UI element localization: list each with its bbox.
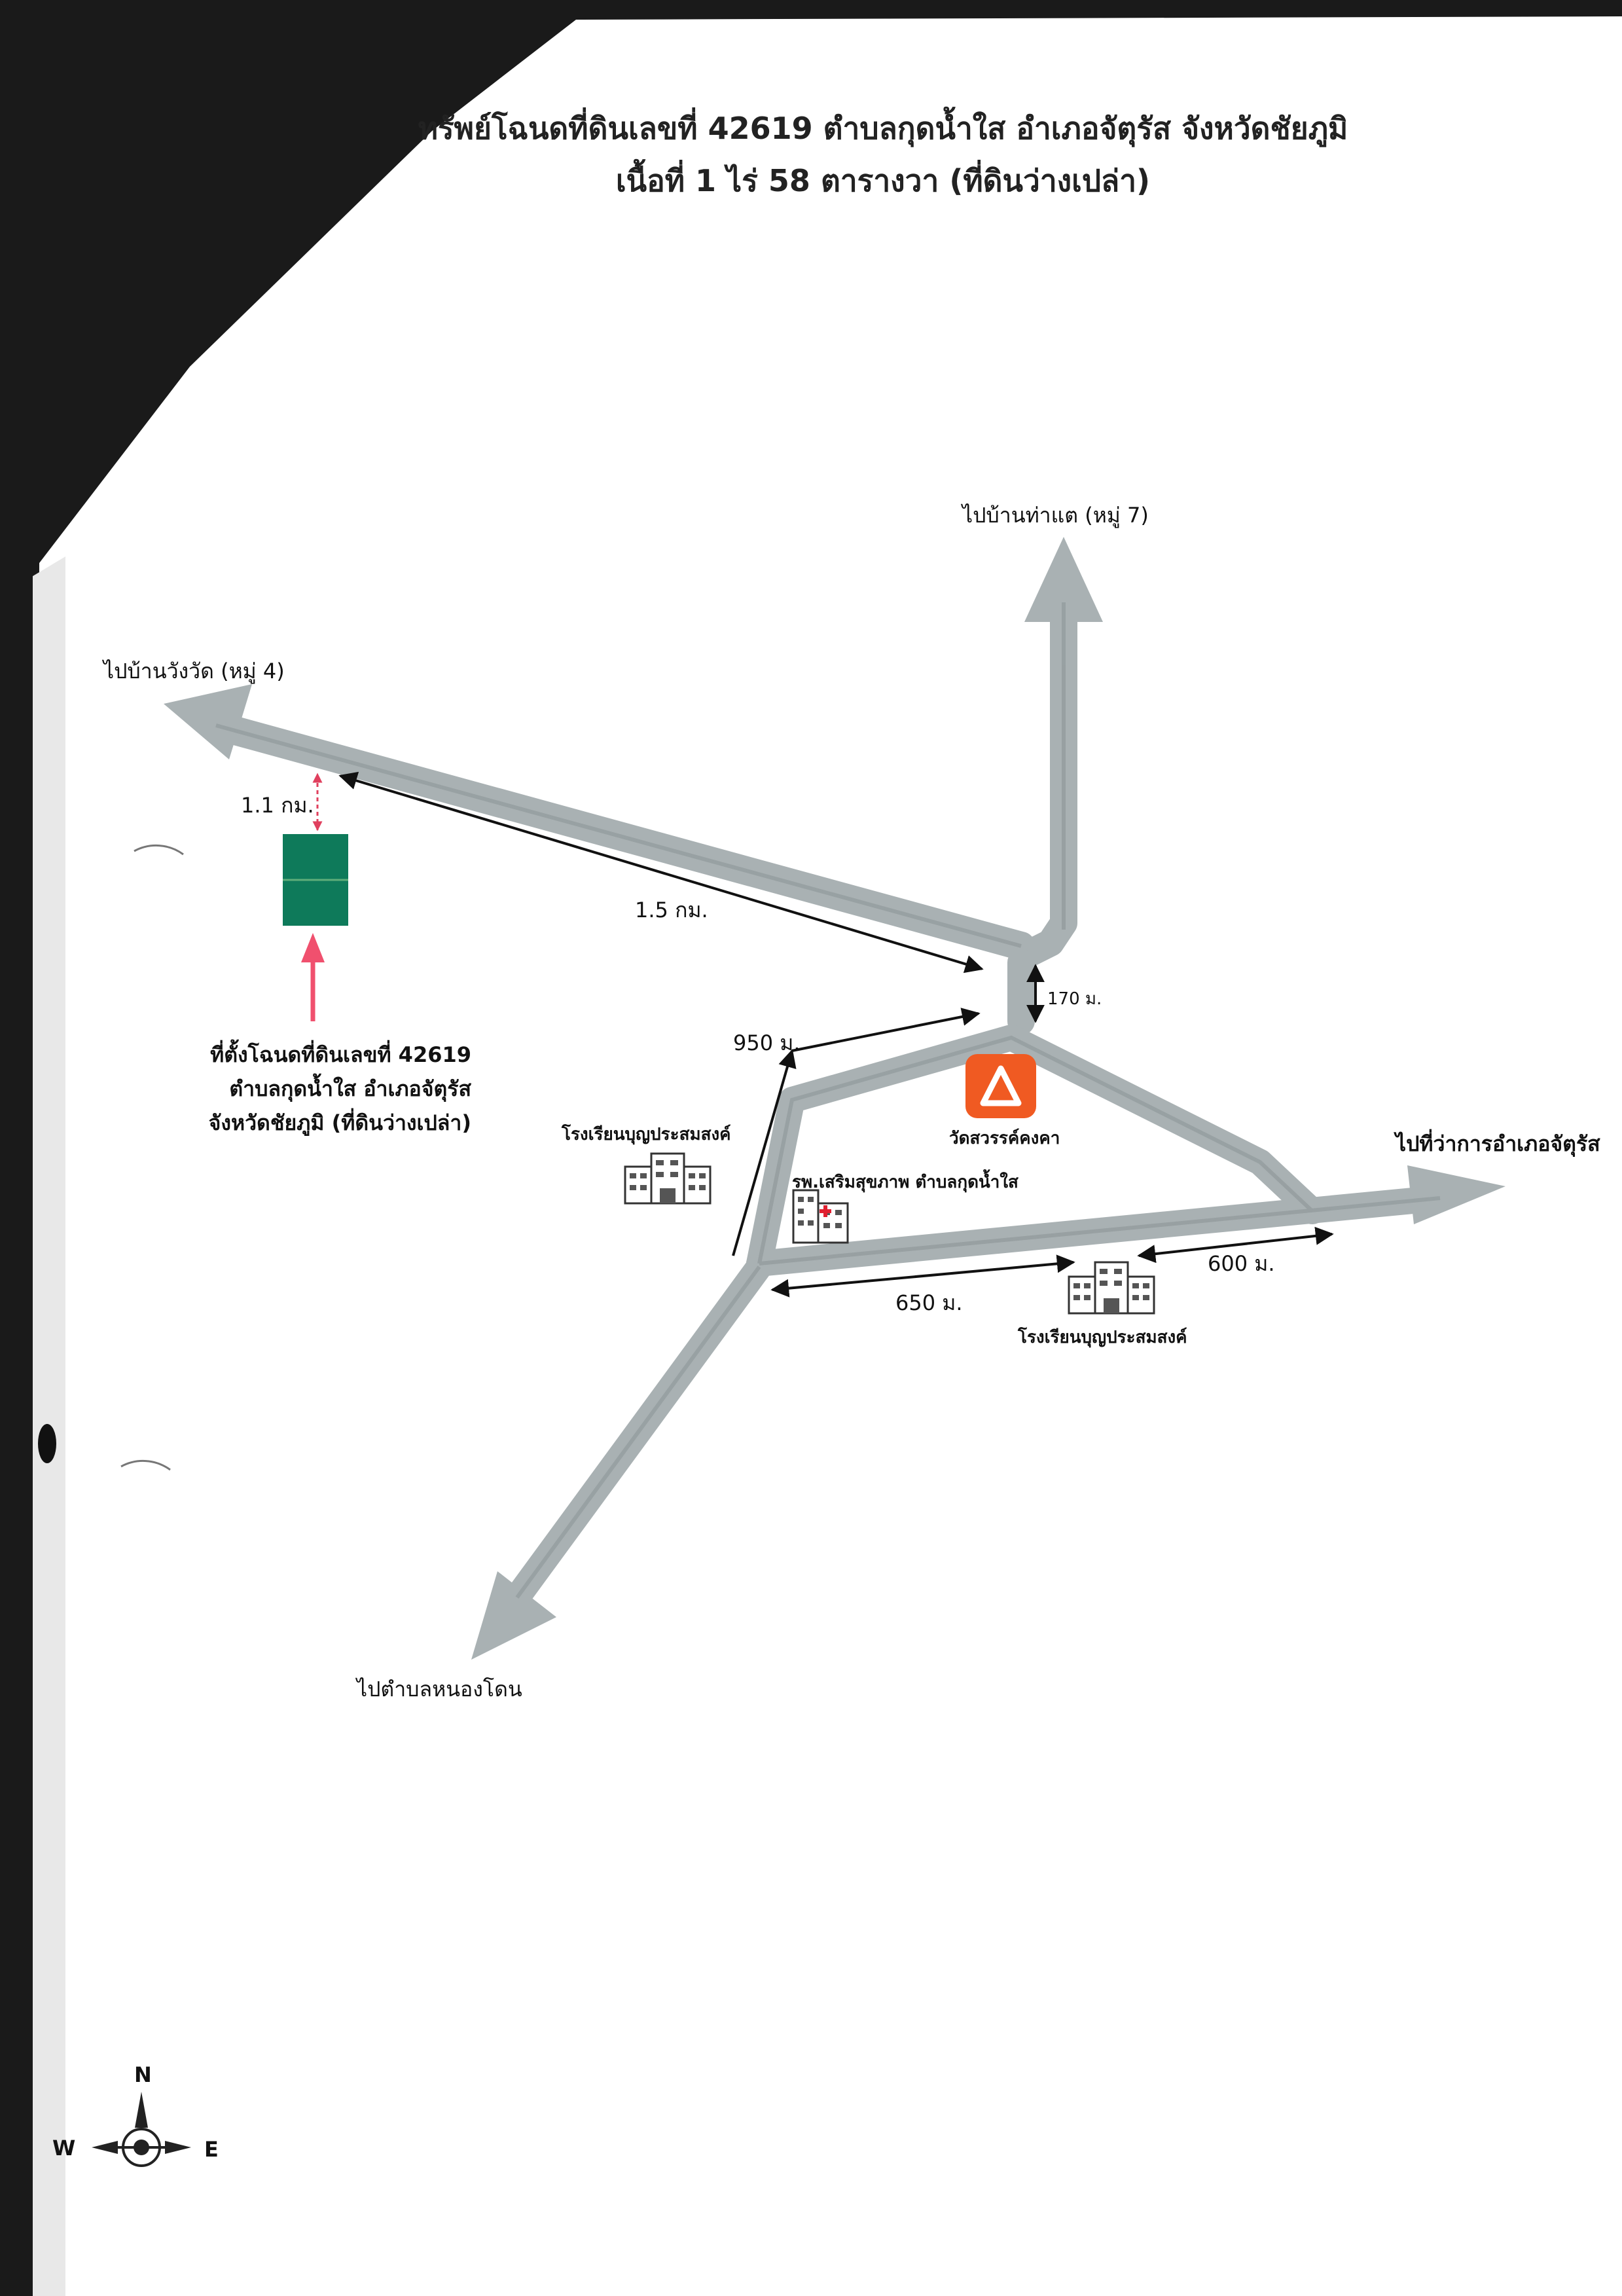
punch-hole xyxy=(120,1459,171,1471)
arrowhead-north xyxy=(1024,537,1103,622)
school-south-icon xyxy=(1068,1261,1155,1315)
binder-mark xyxy=(38,1424,56,1463)
compass-west-label: W xyxy=(52,2136,76,2160)
distance-junction-stem: 170 ม. xyxy=(1047,989,1102,1009)
distance-school-to-junction: 950 ม. xyxy=(733,1030,801,1055)
distance-plot-to-junction: 1.5 กม. xyxy=(635,898,708,922)
distance-school-to-east: 600 ม. xyxy=(1208,1251,1275,1276)
hospital-label: รพ.เสริมสุขภาพ ตำบลกุดน้ำใส xyxy=(792,1173,1018,1192)
map-title-line2: เนื้อที่ 1 ไร่ 58 ตารางวา (ที่ดินว่างเปล… xyxy=(615,163,1151,198)
location-pointer-icon xyxy=(301,933,325,962)
temple-label: วัดสวรรค์คงคา xyxy=(949,1129,1060,1148)
destination-southwest-label: ไปตำบลหนองโดน xyxy=(357,1677,522,1702)
school-south-label: โรงเรียนบุญประสมสงค์ xyxy=(1018,1328,1187,1347)
destination-northwest-label: ไปบ้านวังวัด (หมู่ 4) xyxy=(103,659,285,683)
punch-hole xyxy=(134,844,184,856)
dimension-plot-to-junction xyxy=(338,771,984,974)
temple-tent-glyph xyxy=(980,1065,1022,1106)
road-north xyxy=(1017,589,1077,966)
compass-rose-icon xyxy=(92,2092,191,2167)
land-plot-caption: ที่ตั้งโฉนดที่ดินเลขที่ 42619 ตำบลกุดน้ำ… xyxy=(157,1038,471,1140)
temple-icon xyxy=(965,1054,1036,1118)
school-west-icon xyxy=(624,1152,712,1205)
distance-plot-to-road: 1.1 กม. xyxy=(241,793,314,818)
dimension-school-to-junction xyxy=(732,1049,797,1256)
distance-junction-to-school: 650 ม. xyxy=(895,1290,963,1315)
compass-east-label: E xyxy=(204,2137,219,2162)
land-plot-caption-line1: ที่ตั้งโฉนดที่ดินเลขที่ 42619 xyxy=(210,1042,471,1067)
school-west-label: โรงเรียนบุญประสมสงค์ xyxy=(562,1125,731,1144)
compass-north-label: N xyxy=(134,2062,152,2087)
road-arrowheads xyxy=(164,537,1505,1660)
arrowhead-northwest xyxy=(164,684,252,759)
map-title-line1: ทรัพย์โฉนดที่ดินเลขที่ 42619 ตำบลกุดน้ำใ… xyxy=(418,111,1348,146)
destination-north-label: ไปบ้านท่าแต (หมู่ 7) xyxy=(962,503,1149,528)
arrowhead-southwest xyxy=(471,1571,556,1660)
land-plot-caption-line2: ตำบลกุดน้ำใส อำเภอจัตุรัส xyxy=(229,1076,471,1101)
land-plot-caption-line3: จังหวัดชัยภูมิ (ที่ดินว่างเปล่า) xyxy=(208,1110,471,1135)
hospital-icon xyxy=(792,1189,849,1244)
arrowhead-east xyxy=(1407,1165,1505,1224)
dimension-school-to-junction-top xyxy=(791,1008,981,1052)
dimension-school-to-east xyxy=(1137,1226,1334,1264)
dimension-junction-to-school xyxy=(770,1254,1075,1298)
destination-east-label: ไปที่ว่าการอำเภอจัตุรัส xyxy=(1396,1131,1600,1156)
